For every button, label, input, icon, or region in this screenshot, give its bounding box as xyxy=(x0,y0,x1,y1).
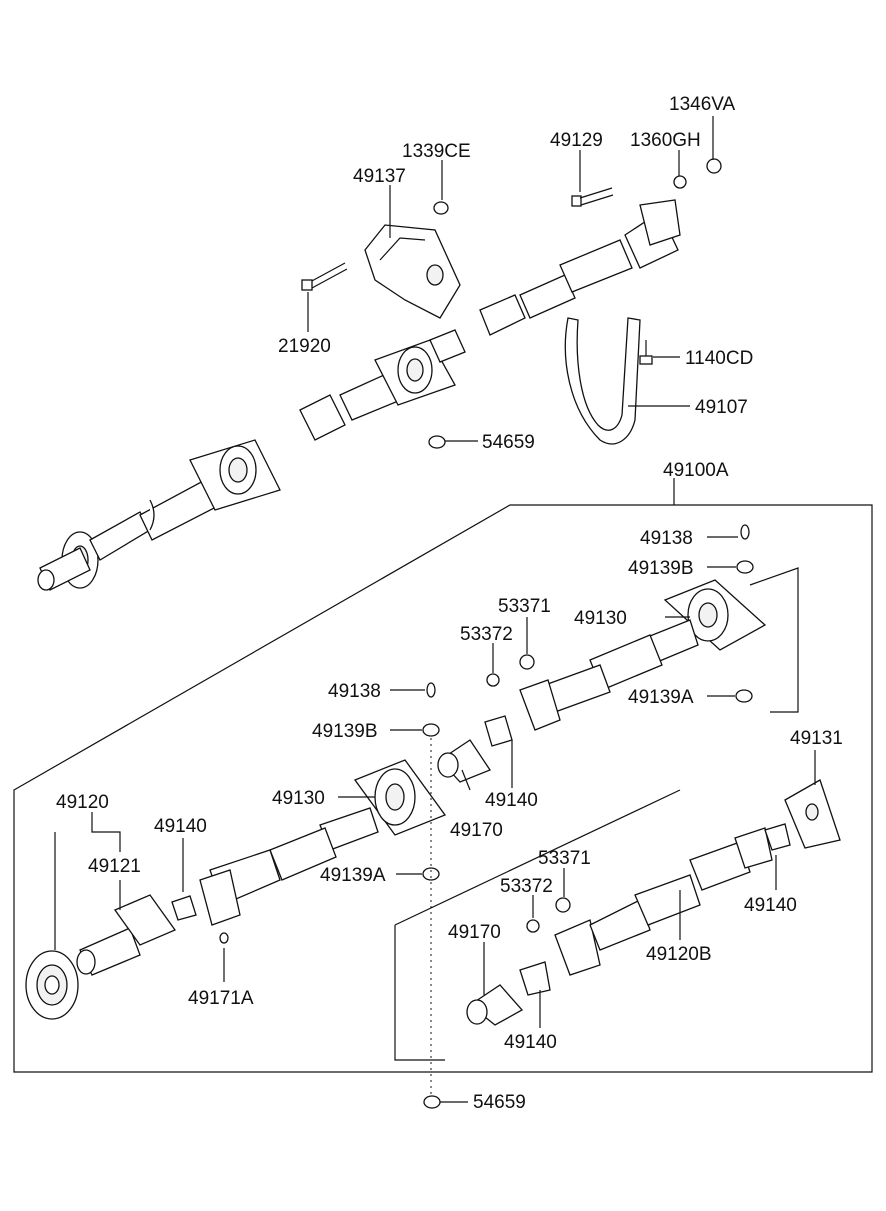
bolt-1140CD-part xyxy=(639,340,653,365)
front-flange-assembly xyxy=(25,894,197,1020)
label-1339CE: 1339CE xyxy=(402,141,471,162)
label-54659-bottom: 54659 xyxy=(473,1092,526,1113)
washer-53372-right-part xyxy=(486,673,500,687)
bolt-49138-left-part xyxy=(426,682,436,698)
label-54659-top: 54659 xyxy=(482,432,535,453)
bolt-49129-part xyxy=(571,187,614,207)
strap-49107-part xyxy=(564,317,641,445)
label-49139A-right: 49139A xyxy=(628,687,694,708)
label-1346VA: 1346VA xyxy=(669,94,736,115)
label-49139B-left: 49139B xyxy=(312,721,378,742)
label-49129: 49129 xyxy=(550,130,603,151)
washer-53372-bottom-part xyxy=(526,919,540,933)
label-49140-left: 49140 xyxy=(154,816,207,837)
nut-1346VA-part xyxy=(706,158,722,174)
label-49140-right: 49140 xyxy=(744,895,797,916)
label-53372-right: 53372 xyxy=(460,624,513,645)
nut-54659-top-part xyxy=(428,435,446,449)
label-49138-right: 49138 xyxy=(640,528,693,549)
nut-53371-right-part xyxy=(519,654,535,670)
label-53371-bottom: 53371 xyxy=(538,848,591,869)
label-49131: 49131 xyxy=(790,728,843,749)
label-53371-right: 53371 xyxy=(498,596,551,617)
label-53372-bottom: 53372 xyxy=(500,876,553,897)
label-49140-bottom: 49140 xyxy=(504,1032,557,1053)
label-49130-left: 49130 xyxy=(272,788,325,809)
label-49171A: 49171A xyxy=(188,988,254,1009)
part-labels: 1346VA 1360GH 49129 1339CE 49137 21920 1… xyxy=(56,94,843,1113)
washer-49139B-left-part xyxy=(422,723,440,737)
label-49139A-left: 49139A xyxy=(320,865,386,886)
assembly-outline-49100A xyxy=(13,504,873,1073)
washer-49139A-right-part xyxy=(735,689,753,703)
label-49107: 49107 xyxy=(695,397,748,418)
label-49170-mid: 49170 xyxy=(450,820,503,841)
label-49138-left: 49138 xyxy=(328,681,381,702)
label-49120: 49120 xyxy=(56,792,109,813)
label-49100A: 49100A xyxy=(663,460,729,481)
label-49139B-right: 49139B xyxy=(628,558,694,579)
nut-54659-bottom-part xyxy=(423,1095,441,1109)
label-1360GH: 1360GH xyxy=(630,130,701,151)
nut-53371-bottom-part xyxy=(555,897,571,913)
washer-1360GH-part xyxy=(673,175,687,189)
right-shaft-assembly xyxy=(519,579,767,731)
label-49121: 49121 xyxy=(88,856,141,877)
washer-49139B-right-part xyxy=(736,560,754,574)
washer-49139A-left-part xyxy=(422,867,440,881)
nut-1339CE-part xyxy=(433,201,449,215)
label-49170-bottom: 49170 xyxy=(448,922,501,943)
bolt-49138-right-part xyxy=(740,524,750,540)
label-49140-mid: 49140 xyxy=(485,790,538,811)
snap-ring-49171A-part xyxy=(219,932,229,944)
bracket-49137-part xyxy=(364,224,461,319)
label-1140CD: 1140CD xyxy=(685,348,753,369)
label-49130-right: 49130 xyxy=(574,608,627,629)
label-49137: 49137 xyxy=(353,166,406,187)
label-49120B: 49120B xyxy=(646,944,712,965)
top-shaft-assembly xyxy=(37,199,681,591)
middle-shaft-assembly xyxy=(199,715,513,926)
label-21920: 21920 xyxy=(278,336,331,357)
bolt-21920-part xyxy=(301,262,348,291)
rear-shaft-assembly xyxy=(466,779,841,1026)
leader-lines xyxy=(54,116,816,1103)
